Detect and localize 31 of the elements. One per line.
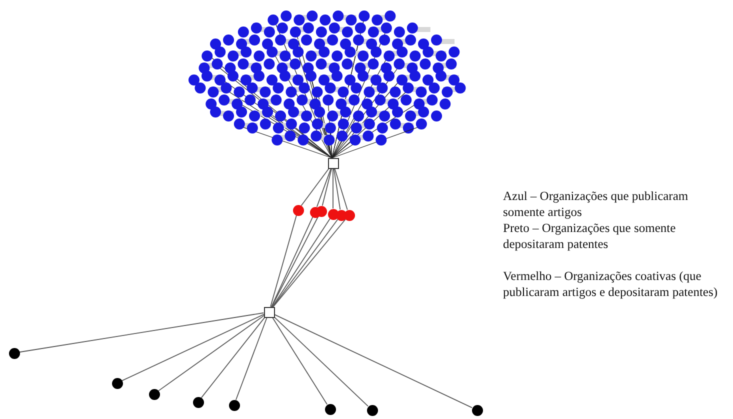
legend-note: Azul – Organizações que publicaram somente artigos — [503, 188, 690, 220]
node-circle — [192, 396, 204, 408]
node-circle — [324, 404, 336, 414]
connector-line — [332, 168, 334, 209]
node-circle — [328, 208, 338, 220]
connector-line — [322, 168, 332, 206]
connector-line — [122, 314, 264, 382]
node-circle — [472, 404, 482, 416]
connector-line — [316, 168, 332, 208]
connector-line — [272, 315, 368, 407]
hub-square — [264, 306, 274, 318]
connector-line — [333, 168, 341, 210]
node-circle — [292, 204, 304, 216]
node-circle — [366, 404, 378, 416]
node-circle — [112, 378, 122, 388]
connector-line — [18, 312, 264, 353]
node-circle — [344, 210, 354, 220]
connector-line — [334, 168, 348, 210]
connector-line — [271, 316, 328, 405]
node-circle — [228, 400, 240, 410]
connector-line — [235, 316, 268, 400]
legend-note: Preto – Organizações que somente depositaram patentes — [503, 220, 677, 252]
hub-square — [328, 158, 338, 168]
connector-line — [270, 214, 297, 308]
node-circle — [8, 348, 20, 358]
node-circle — [148, 388, 160, 400]
connector-line — [274, 314, 472, 408]
connector-line — [158, 314, 265, 392]
legend-note: Vermelho – Organizações coativas (que publicaram artigos e depositaram patentes) — [503, 268, 719, 300]
connector-line — [300, 166, 330, 206]
connector-line — [200, 316, 266, 398]
